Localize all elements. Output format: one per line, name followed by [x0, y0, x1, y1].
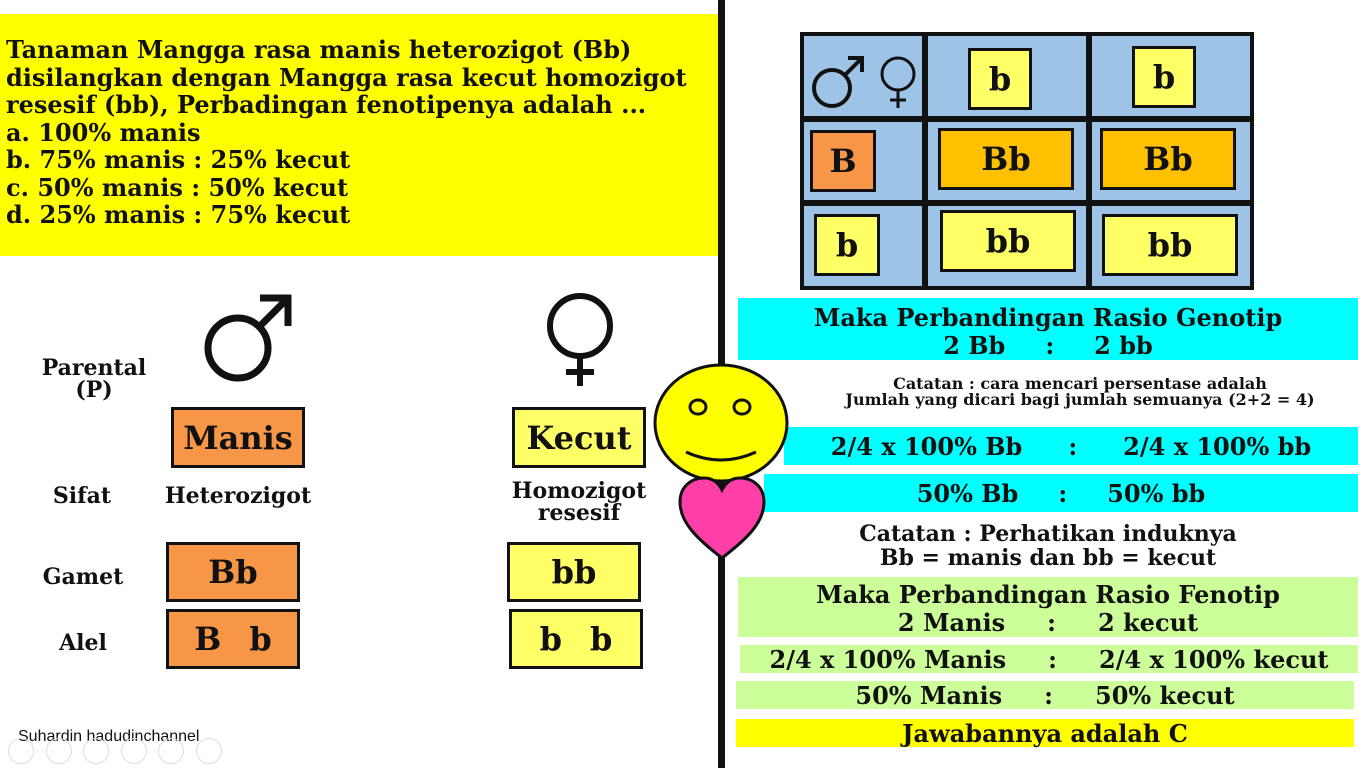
option-a: a. 100% manis — [6, 117, 201, 147]
male-alel-box: B b — [166, 609, 300, 669]
gamet-label: Gamet — [42, 564, 124, 590]
female-alel-1: b — [539, 620, 562, 658]
grid-cell: bb — [1092, 206, 1250, 286]
grid-cell: Bb — [1092, 122, 1250, 200]
male-symbol-icon — [200, 290, 296, 386]
genotype-note-1: Catatan : cara mencari persentase adalah — [893, 374, 1267, 393]
genotype-title-band: Maka Perbandingan Rasio Genotip 2 Bb : 2… — [738, 298, 1358, 360]
answer-band: Jawabannya adalah C — [736, 719, 1354, 748]
row1-box: B — [810, 130, 876, 192]
question-panel: Tanaman Mangga rasa manis heterozigot (B… — [0, 14, 718, 256]
heart-icon — [676, 474, 768, 562]
genotype-right: 2 bb — [1094, 330, 1153, 360]
genotype-pct-right: 50% bb — [1107, 478, 1206, 508]
phenotype-title-band: Maka Perbandingan Rasio Fenotip 2 Manis … — [738, 577, 1358, 637]
sifat-label: Sifat — [52, 483, 112, 509]
genotype-pct-left: 50% Bb — [916, 478, 1019, 508]
question-line: Tanaman Mangga rasa manis heterozigot (B… — [6, 35, 632, 64]
genotype-pct-sep: : — [1058, 478, 1068, 508]
grid-corner — [804, 36, 922, 116]
female-trait-box: Kecut — [512, 407, 646, 468]
genotype-calc-right: 2/4 x 100% bb — [1123, 431, 1312, 461]
genotype-sep: : — [1045, 330, 1055, 360]
phenotype-title: Maka Perbandingan Rasio Fenotip — [816, 579, 1280, 609]
phenotype-pct-band: 50% Manis : 50% kecut — [736, 680, 1354, 710]
smiley-face-icon — [652, 362, 790, 484]
parental-label: Parental (P) — [41, 355, 147, 403]
genotype-calc-left: 2/4 x 100% Bb — [830, 431, 1023, 461]
genotype-left: 2 Bb — [943, 330, 1006, 360]
more-options-button[interactable] — [195, 738, 222, 764]
phenotype-calc-right: 2/4 x 100% kecut — [1099, 644, 1329, 674]
question-line: disilangkan dengan Mangga rasa kecut hom… — [6, 62, 687, 92]
col1-box: b — [968, 48, 1032, 110]
option-b: b. 75% manis : 25% kecut — [6, 145, 351, 174]
male-alel-2: b — [249, 620, 272, 658]
question-line: resesif (bb), Perbadingan fenotipenya ad… — [6, 90, 647, 119]
male-sifat: Heterozigot — [164, 483, 312, 509]
option-c: c. 50% manis : 50% kecut — [6, 172, 349, 202]
phenotype-calc-left: 2/4 x 100% Manis — [769, 644, 1007, 674]
phenotype-sep: : — [1047, 607, 1056, 637]
grid-cell: bb — [928, 206, 1086, 286]
r1c1-box: Bb — [938, 128, 1074, 190]
genotype-note-2: Jumlah yang dicari bagi jumlah semuanya … — [845, 390, 1315, 409]
phenotype-pct-sep: : — [1044, 680, 1053, 710]
alel-label: Alel — [59, 630, 107, 656]
zoom-button[interactable] — [158, 738, 185, 764]
female-symbol-icon — [540, 290, 620, 390]
r2c1-box: bb — [940, 210, 1076, 272]
genotype-calc-band: 2/4 x 100% Bb : 2/4 x 100% bb — [784, 427, 1358, 465]
male-alel-1: B — [194, 620, 222, 658]
male-trait-box: Manis — [171, 407, 305, 468]
phenotype-calc-sep: : — [1048, 644, 1057, 674]
grid-col-header: b — [1092, 36, 1250, 116]
phenotype-right: 2 kecut — [1098, 607, 1199, 637]
genotype-title: Maka Perbandingan Rasio Genotip — [813, 302, 1283, 332]
grid-col-header: b — [928, 36, 1086, 116]
slides-overview-button[interactable] — [120, 738, 147, 764]
pen-tool-button[interactable] — [83, 738, 110, 764]
female-sifat: Homozigot resesif — [511, 478, 647, 526]
row2-box: b — [814, 214, 880, 276]
phenotype-note-1: Catatan : Perhatikan induknya — [859, 521, 1237, 547]
genotype-calc-sep: : — [1068, 431, 1078, 461]
female-gamet-box: bb — [507, 542, 641, 602]
r2c2-box: bb — [1102, 214, 1238, 276]
option-d: d. 25% manis : 75% kecut — [6, 200, 351, 229]
male-female-icon — [812, 56, 916, 108]
phenotype-ratio: 2 Manis : 2 kecut — [738, 607, 1358, 637]
next-slide-button[interactable] — [45, 738, 72, 764]
grid-row-header: b — [804, 206, 922, 286]
male-gamet-box: Bb — [166, 542, 300, 602]
phenotype-note-2: Bb = manis dan bb = kecut — [879, 545, 1217, 571]
genotype-pct-band: 50% Bb : 50% bb — [764, 474, 1358, 512]
genotype-note: Catatan : cara mencari persentase adalah… — [800, 376, 1360, 408]
r1c2-box: Bb — [1100, 128, 1236, 190]
phenotype-pct-right: 50% kecut — [1095, 680, 1235, 710]
female-alel-2: b — [590, 620, 613, 658]
phenotype-left: 2 Manis — [897, 607, 1006, 637]
genotype-ratio: 2 Bb : 2 bb — [738, 330, 1358, 360]
col2-box: b — [1132, 46, 1196, 108]
phenotype-pct-left: 50% Manis — [855, 680, 1003, 710]
phenotype-calc-band: 2/4 x 100% Manis : 2/4 x 100% kecut — [740, 644, 1358, 674]
punnett-grid: b b B Bb Bb b bb bb — [800, 32, 1254, 290]
grid-cell: Bb — [928, 122, 1086, 200]
grid-row-header: B — [804, 122, 922, 200]
slide-nav — [8, 738, 228, 768]
prev-slide-button[interactable] — [8, 738, 34, 764]
phenotype-note: Catatan : Perhatikan induknya Bb = manis… — [738, 522, 1358, 570]
female-alel-box: b b — [509, 609, 643, 669]
